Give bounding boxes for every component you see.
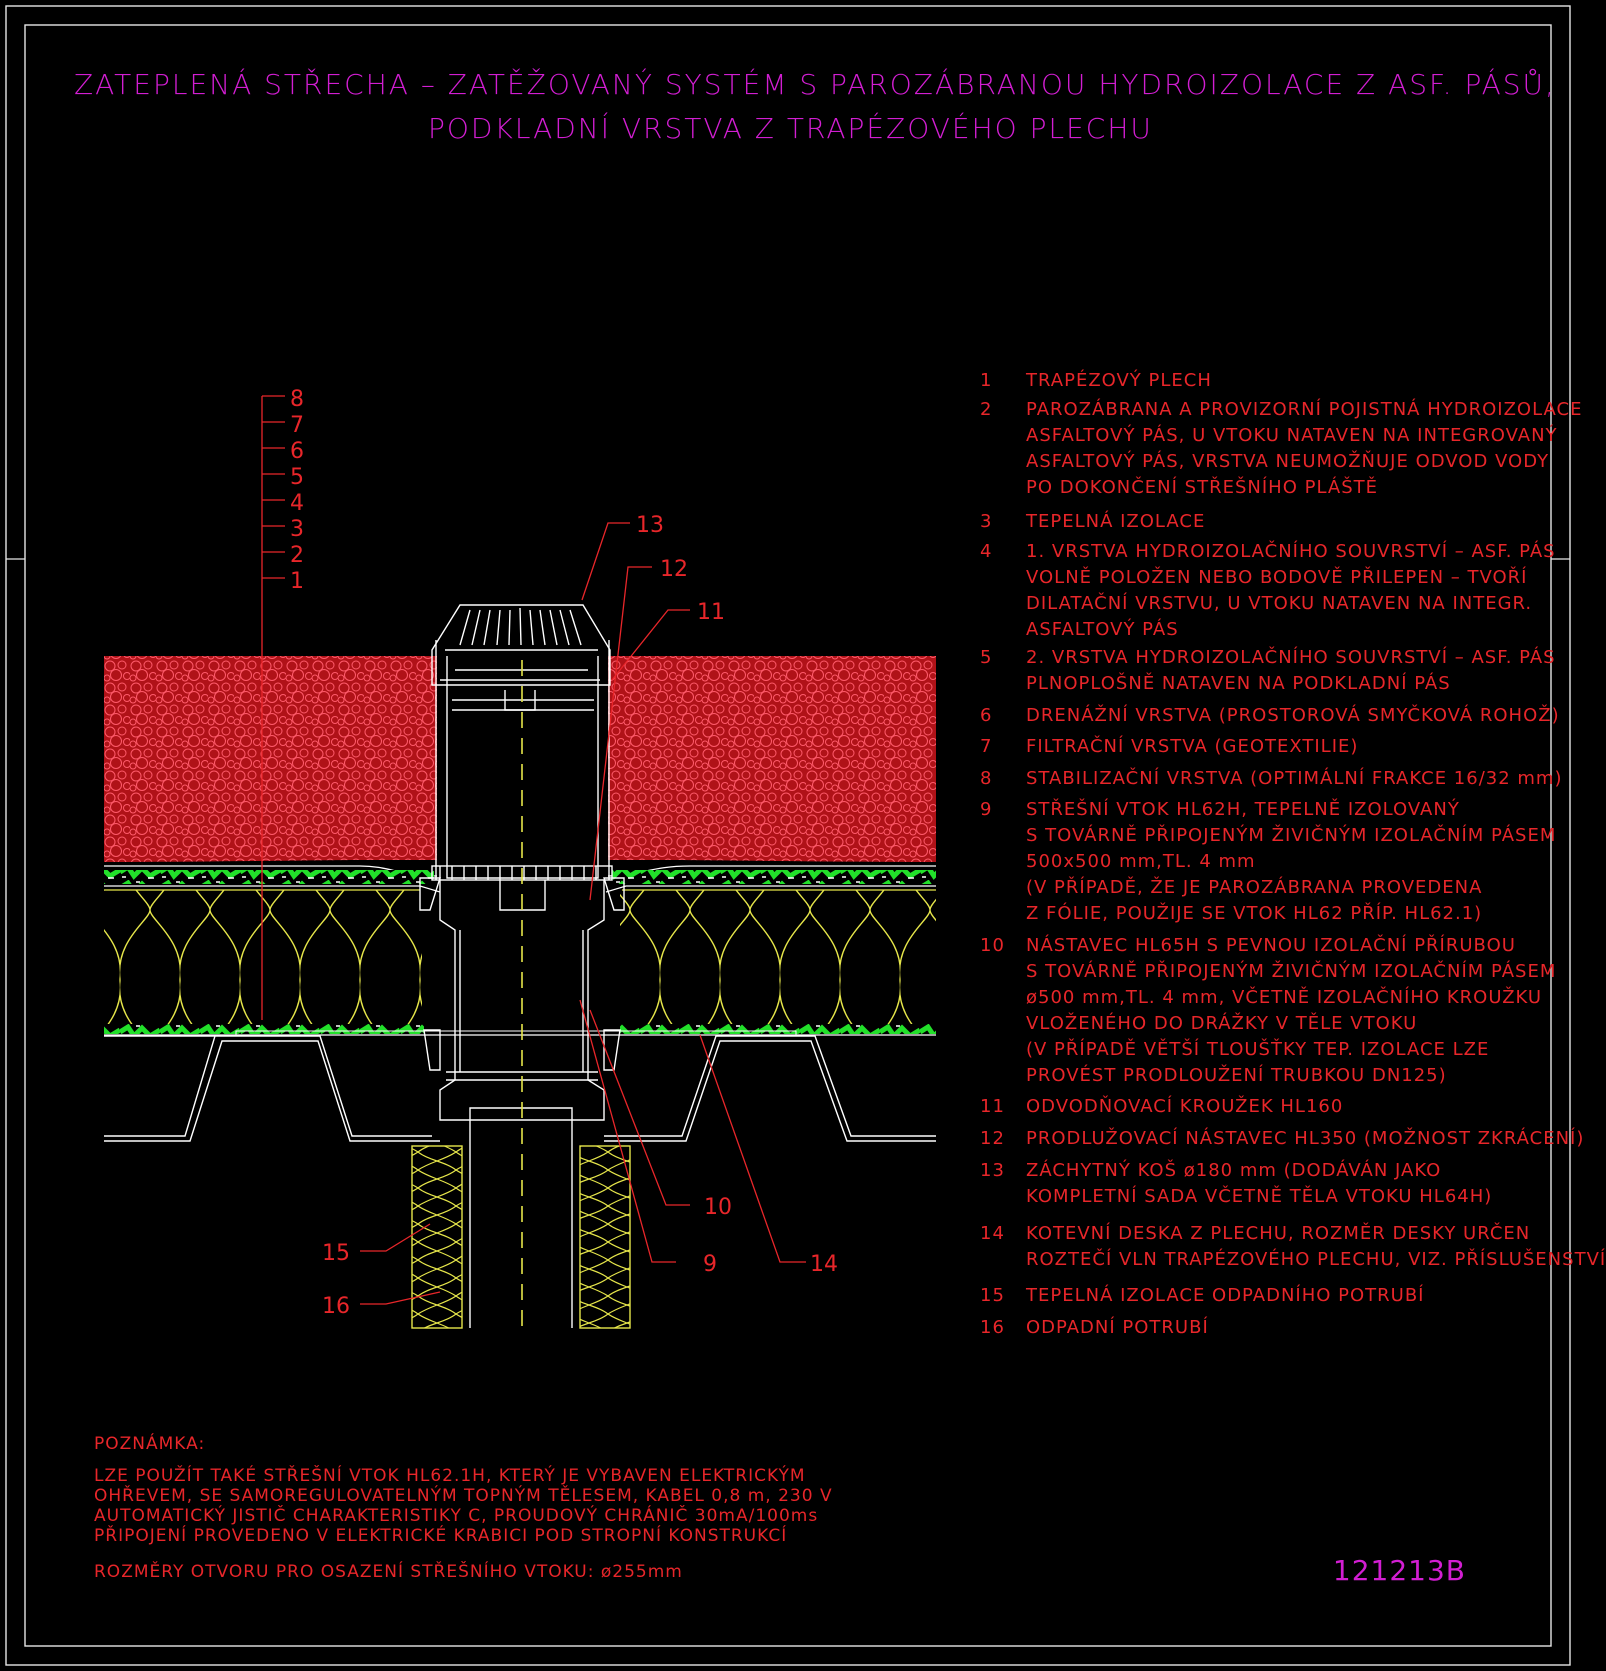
legend-item-number: 14 [980,1223,1005,1244]
note-heading: POZNÁMKA: [94,1434,206,1454]
legend-item-number: 7 [980,736,993,757]
trapezoidal-sheet [104,1035,440,1142]
callout-label: 13 [636,513,664,538]
legend-item-number: 8 [980,768,993,789]
callout-leaders [360,522,806,1305]
legend-item-text: KOTEVNÍ DESKA Z PLECHU, ROZMĚR DESKY URČ… [1026,1223,1606,1270]
callout-label: 10 [704,1195,732,1220]
callout-label: 16 [322,1294,350,1319]
thermal-insulation [104,890,422,1024]
layer-tick-label: 3 [290,517,304,542]
legend-item-text: PAROZÁBRANA A PROVIZORNÍ POJISTNÁ HYDROI… [1026,399,1583,498]
legend-item-number: 12 [980,1128,1005,1149]
legend-item-number: 16 [980,1317,1005,1338]
vapour-barrier [620,1024,936,1034]
trapezoidal-sheet [604,1035,936,1142]
thermal-insulation [620,890,936,1024]
legend-item-number: 5 [980,647,993,668]
callout-label: 9 [703,1252,717,1277]
layer-tick-label: 7 [290,413,304,438]
legend-item-text: STŘEŠNÍ VTOK HL62H, TEPELNĚ IZOLOVANÝ S … [1026,799,1557,924]
drawing-title-line2: PODKLADNÍ VRSTVA Z TRAPÉZOVÉHO PLECHU [428,112,1153,145]
legend-item-text: ODPADNÍ POTRUBÍ [1026,1317,1209,1338]
drainage-mat [612,870,936,884]
gravel-layer [608,656,936,862]
gravel-layer [104,656,437,862]
legend-item-number: 2 [980,399,993,420]
callout-label: 14 [810,1252,838,1277]
legend-item-text: 1. VRSTVA HYDROIZOLAČNÍHO SOUVRSTVÍ – AS… [1026,541,1556,640]
layer-ladder-labels: 8 7 6 5 4 3 2 1 [290,387,304,594]
legend-item-text: TRAPÉZOVÝ PLECH [1026,370,1212,391]
vapour-barrier [104,1024,424,1034]
legend-item-number: 6 [980,705,993,726]
legend-item-text: FILTRAČNÍ VRSTVA (GEOTEXTILIE) [1026,736,1359,757]
note-body: LZE POUŽÍT TAKÉ STŘEŠNÍ VTOK HL62.1H, KT… [94,1466,833,1546]
drawing-code: 121213B [1332,1554,1466,1587]
legend-item-text: ODVODŇOVACÍ KROUŽEK HL160 [1026,1096,1344,1117]
legend-item-number: 10 [980,935,1005,956]
legend-item-number: 9 [980,799,993,820]
layer-ladder [261,395,285,1020]
callout-label: 15 [322,1241,350,1266]
legend-item-number: 3 [980,511,993,532]
callout-label: 12 [660,557,688,582]
legend-item-text: NÁSTAVEC HL65H S PEVNOU IZOLAČNÍ PŘÍRUBO… [1026,935,1557,1086]
layer-tick-label: 5 [290,465,304,490]
legend-item-text: TEPELNÁ IZOLACE ODPADNÍHO POTRUBÍ [1026,1285,1425,1306]
legend-item-text: STABILIZAČNÍ VRSTVA (OPTIMÁLNÍ FRAKCE 16… [1026,768,1563,789]
legend-item-text: ZÁCHYTNÝ KOŠ ø180 mm (DODÁVÁN JAKO KOMPL… [1026,1160,1493,1207]
legend-item-text: TEPELNÁ IZOLACE [1026,511,1206,532]
note-opening-size: ROZMĚRY OTVORU PRO OSAZENÍ STŘEŠNÍHO VTO… [94,1562,683,1582]
legend-item-text: PRODLUŽOVACÍ NÁSTAVEC HL350 (MOŽNOST ZKR… [1026,1128,1585,1149]
drainage-mat [104,870,434,884]
layer-tick-label: 1 [290,569,304,594]
layer-tick-label: 8 [290,387,304,412]
legend-item-number: 4 [980,541,993,562]
roof-drain [411,604,631,1329]
layer-tick-label: 2 [290,543,304,568]
legend-item-number: 15 [980,1285,1005,1306]
layer-tick-label: 6 [290,439,304,464]
legend-item-number: 11 [980,1096,1005,1117]
legend-item-number: 13 [980,1160,1005,1181]
callout-label: 11 [697,600,725,625]
layer-tick-label: 4 [290,491,304,516]
legend-item-text: 2. VRSTVA HYDROIZOLAČNÍHO SOUVRSTVÍ – AS… [1026,647,1556,694]
legend-item-number: 1 [980,370,993,391]
legend-item-text: DRENÁŽNÍ VRSTVA (PROSTOROVÁ SMYČKOVÁ ROH… [1026,705,1560,726]
drawing-title-line1: ZATEPLENÁ STŘECHA – ZATĚŽOVANÝ SYSTÉM S … [74,68,1556,101]
